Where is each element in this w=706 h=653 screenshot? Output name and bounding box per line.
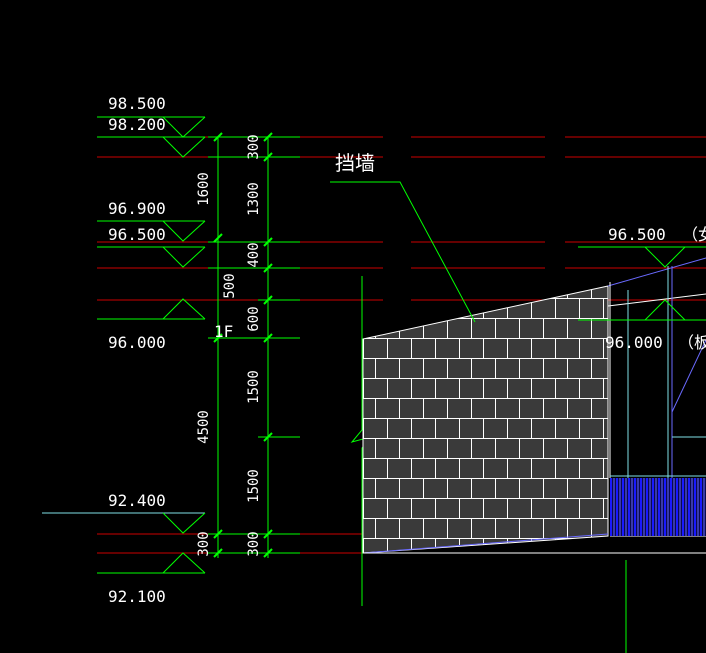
line-gaps (383, 130, 565, 304)
elev-98200: 98.200 (108, 115, 166, 134)
elevation-markers-left (42, 116, 206, 574)
right-structure (578, 246, 706, 653)
dim-1600: 1600 (196, 172, 212, 206)
retaining-wall-label: 挡墙 (335, 151, 375, 175)
dim-1500-upper: 1500 (246, 370, 262, 404)
slope-lines (362, 257, 706, 554)
wall-leader-line (330, 181, 476, 323)
dimension-ticks (213, 132, 273, 558)
dim-400: 400 (246, 242, 262, 267)
elev-96500-left: 96.500 (108, 225, 166, 244)
dim-600: 600 (246, 306, 262, 331)
dim-4500: 4500 (196, 410, 212, 444)
floor-label: 1F (214, 322, 233, 341)
elev-92400: 92.400 (108, 491, 166, 510)
elev-96500-right: 96.500 (608, 225, 666, 244)
elev-96000-right: 96.000 (605, 333, 663, 352)
dim-1300: 1300 (246, 182, 262, 216)
elev-98500: 98.500 (108, 94, 166, 113)
note-women: （女 (682, 225, 706, 244)
note-board: （板 (678, 333, 706, 352)
dim-300-bottom-right: 300 (246, 531, 262, 556)
blue-hatch-area (610, 478, 706, 536)
retaining-wall (362, 285, 609, 554)
dim-300-top: 300 (246, 134, 262, 159)
elev-92100: 92.100 (108, 587, 166, 606)
elev-96900: 96.900 (108, 199, 166, 218)
dim-300-bottom-left: 300 (196, 531, 212, 556)
dimension-lines (208, 136, 300, 558)
elev-96000-left: 96.000 (108, 333, 166, 352)
dim-500: 500 (222, 273, 238, 298)
dim-1500-lower: 1500 (246, 469, 262, 503)
